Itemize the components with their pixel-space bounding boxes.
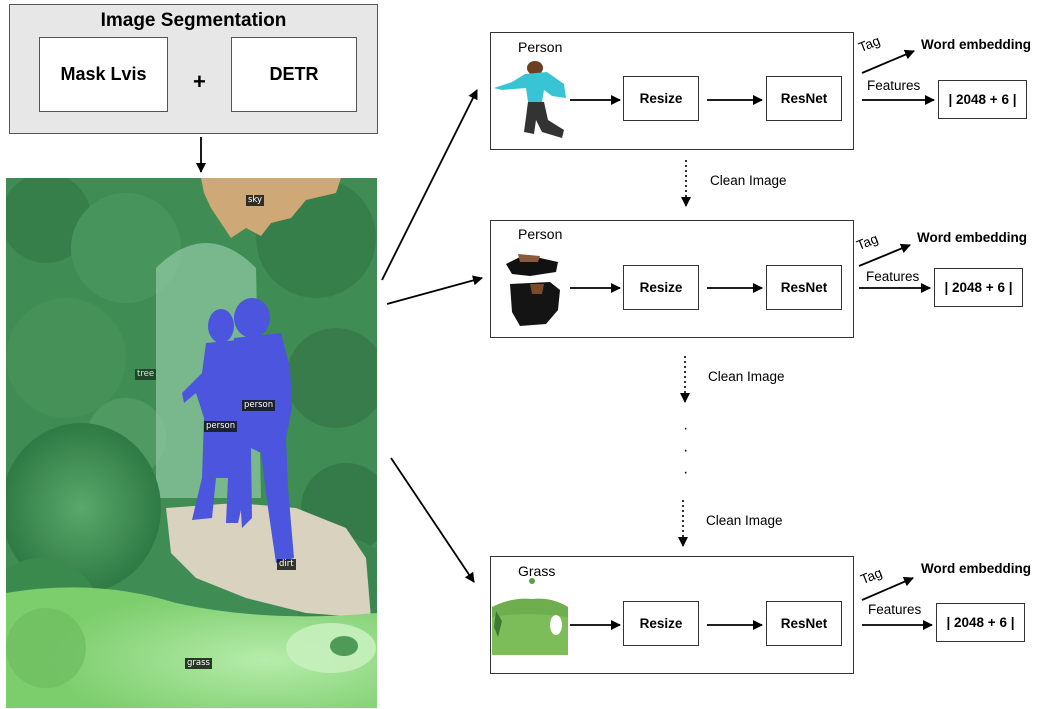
mask-lvis-box: Mask Lvis [39,37,168,112]
arrow-image-to-panel-1 [381,89,478,281]
detr-box: DETR [231,37,357,112]
features-label: Features [866,269,920,284]
arrow-image-to-panel-3 [390,457,475,583]
panel-label: Grass [518,563,556,579]
clean-image-label: Clean Image [710,173,787,188]
panel-label: Person [518,39,563,55]
resnet-label: ResNet [780,280,828,295]
feature-vector-label: | 2048 + 6 | [944,280,1013,295]
grass-crop-thumbnail [492,578,568,655]
panel-label: Person [518,226,563,242]
feature-vector-label: | 2048 + 6 | [948,92,1017,107]
tag-label: Tag [858,564,885,587]
resize-label: Resize [639,91,683,106]
resize-box: Resize [623,601,699,646]
tag-label: Tag [856,32,883,55]
tree-tag: tree [135,369,157,380]
features-label: Features [868,602,922,617]
bush-left [6,423,161,593]
ellipsis-dots: · · · [683,420,689,481]
person-crop-thumbnail [506,254,560,326]
resnet-label: ResNet [780,616,828,631]
word-embedding-label: Word embedding [917,230,1027,245]
tag-label: Tag [854,230,881,253]
person-tag-front: person [242,400,276,411]
grass-shrub [6,608,86,688]
segmented-scene-image: sky tree person person dirt grass [6,178,377,708]
resize-box: Resize [623,76,699,121]
feature-vector-box: | 2048 + 6 | [936,603,1025,642]
grass-dark-spot [330,636,358,656]
detr-label: DETR [269,64,319,84]
resize-box: Resize [623,265,699,310]
arrow-image-to-panel-2 [386,275,483,305]
resize-label: Resize [639,280,683,295]
word-embedding-label: Word embedding [921,37,1031,52]
scene-illustration [6,178,377,708]
resnet-box: ResNet [766,76,842,121]
mask-lvis-label: Mask Lvis [60,64,147,84]
plus-sign: + [193,69,206,94]
person-tag-back: person [204,421,238,432]
dirt-tag: dirt [277,559,296,570]
sky-tag: sky [246,195,265,206]
word-embedding-label: Word embedding [921,561,1031,576]
resnet-box: ResNet [766,265,842,310]
feature-vector-label: | 2048 + 6 | [946,615,1015,630]
arrow-tag [861,49,915,74]
resize-label: Resize [639,616,683,631]
grass-mask-region [6,587,377,708]
features-label: Features [867,78,921,93]
clean-image-label: Clean Image [706,513,783,528]
dirt-mask-region [166,503,371,618]
sky-mask-region [201,178,341,238]
segmentation-title: Image Segmentation [100,10,287,31]
grass-tag: grass [185,658,212,669]
resnet-box: ResNet [766,601,842,646]
feature-vector-box: | 2048 + 6 | [934,268,1023,307]
clean-image-label: Clean Image [708,369,785,384]
person-crop-thumbnail [494,61,566,138]
feature-vector-box: | 2048 + 6 | [938,80,1027,119]
resnet-label: ResNet [780,91,828,106]
